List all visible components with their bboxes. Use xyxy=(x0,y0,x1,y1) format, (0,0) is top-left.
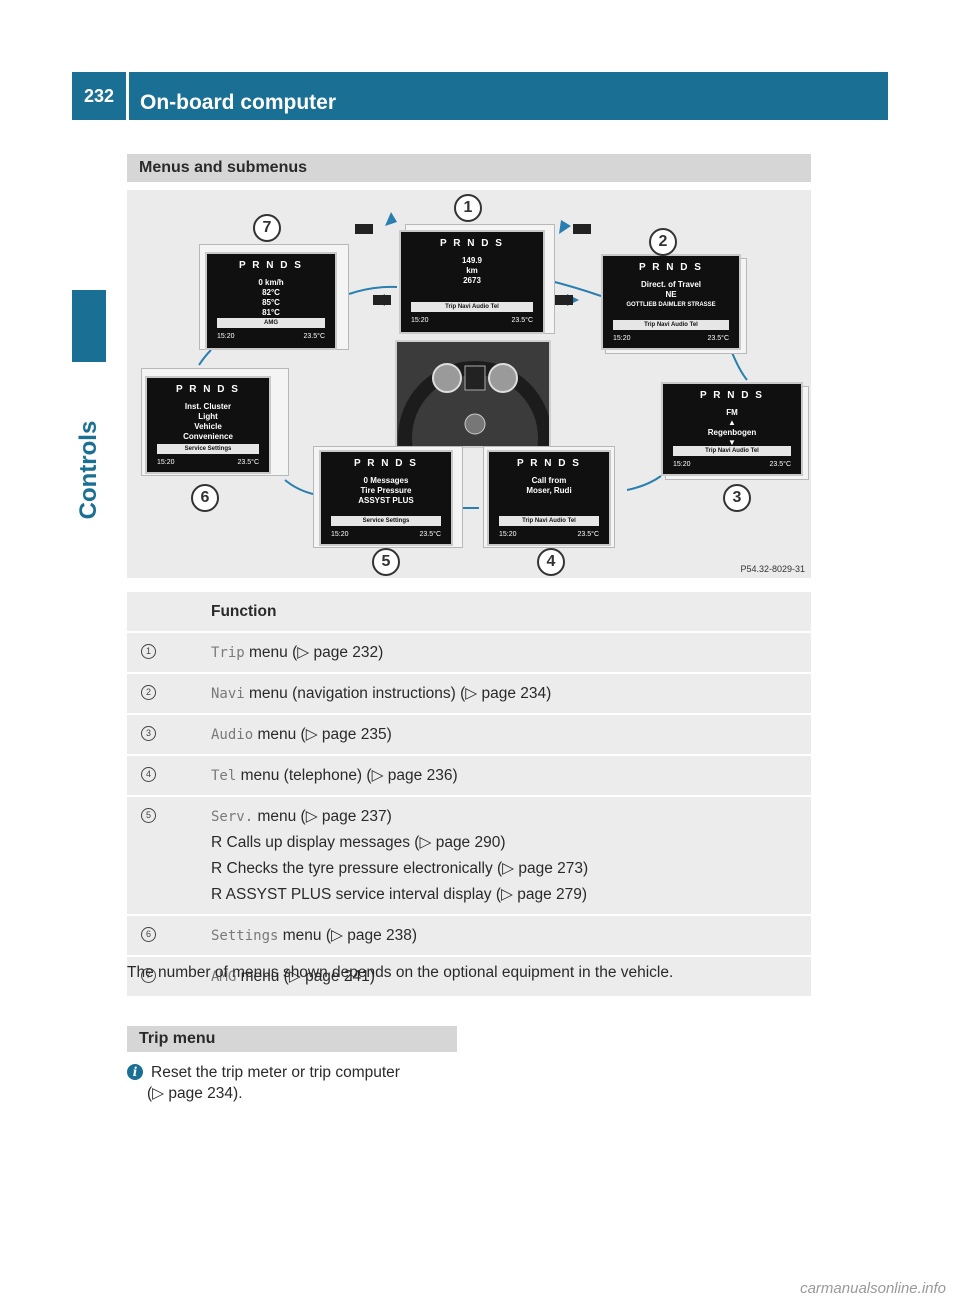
page-number: 232 xyxy=(83,86,115,106)
table-row: 6 Settings menu (▷ page 238) xyxy=(127,916,811,957)
callout-6: 6 xyxy=(191,484,219,512)
callout-5: 5 xyxy=(372,548,400,576)
screen-navi: P R N D S Direct. of Travel NE GOTTLIEB … xyxy=(601,254,741,350)
figure-reference: P54.32-8029-31 xyxy=(740,564,805,574)
screen-tel: P R N D S Call from Moser, Rudi Trip Nav… xyxy=(487,450,611,546)
table-row: 7 AMG menu (▷ page 241) xyxy=(127,957,811,998)
callout-2: 2 xyxy=(649,228,677,256)
section-heading: Menus and submenus xyxy=(127,154,811,182)
arrow-down-icon xyxy=(559,220,571,234)
watermark: carmanualsonline.info xyxy=(800,1280,946,1297)
page-title: On-board computer xyxy=(140,91,337,114)
screen-settings: P R N D S Inst. Cluster Light Vehicle Co… xyxy=(145,376,271,474)
equipment-note: The number of menus shown depends on the… xyxy=(127,964,674,981)
table-row: 3 Audio menu (▷ page 235) xyxy=(127,715,811,756)
side-tab-label: Controls xyxy=(75,420,102,520)
connector-5-6 xyxy=(284,479,314,495)
function-table: Function 1 Trip menu (▷ page 232) 2 Navi… xyxy=(127,592,811,998)
screen-trip: P R N D S 149.9 km 2673 Trip Navi Audio … xyxy=(399,230,545,334)
bullet-item: R ASSYST PLUS service interval display (… xyxy=(211,886,588,903)
table-row: 4 Tel menu (telephone) (▷ page 236) xyxy=(127,756,811,797)
header-divider xyxy=(126,72,129,120)
bullet-item: R Checks the tyre pressure electronicall… xyxy=(211,860,589,877)
steering-wheel-photo xyxy=(395,340,551,448)
right-button-icon xyxy=(555,295,573,305)
callout-7: 7 xyxy=(253,214,281,242)
table-row: 5 Serv. menu (▷ page 237) R Calls up dis… xyxy=(127,797,811,916)
down-button-icon xyxy=(573,224,591,234)
header-bar xyxy=(72,72,888,120)
left-button-icon xyxy=(373,295,391,305)
bullet-item: R Calls up display messages (▷ page 290) xyxy=(211,834,506,851)
screen-serv: P R N D S 0 Messages Tire Pressure ASSYS… xyxy=(319,450,453,546)
connector-2-3 xyxy=(730,349,748,381)
connector-1-2 xyxy=(546,279,602,297)
callout-3: 3 xyxy=(723,484,751,512)
side-tab-marker xyxy=(72,290,106,362)
connector-6-7 xyxy=(198,349,212,366)
connector-7-1 xyxy=(348,285,398,295)
info-icon: i xyxy=(127,1064,143,1080)
arrow-up-icon xyxy=(385,212,397,226)
table-row: 1 Trip menu (▷ page 232) xyxy=(127,633,811,674)
callout-4: 4 xyxy=(537,548,565,576)
table-header: Function xyxy=(127,592,811,633)
steering-wheel-icon xyxy=(398,361,549,446)
screen-audio: P R N D S FM ▲ Regenbogen ▼ Trip Navi Au… xyxy=(661,382,803,476)
callout-1: 1 xyxy=(454,194,482,222)
table-row: 2 Navi menu (navigation instructions) (▷… xyxy=(127,674,811,715)
connector-3-4 xyxy=(626,475,662,491)
trip-menu-heading: Trip menu xyxy=(127,1026,457,1052)
menu-diagram: P R N D S 149.9 km 2673 Trip Navi Audio … xyxy=(127,190,811,578)
up-button-icon xyxy=(355,224,373,234)
screen-amg: P R N D S 0 km/h 82°C 85°C 81°C AMG 15:2… xyxy=(205,252,337,350)
